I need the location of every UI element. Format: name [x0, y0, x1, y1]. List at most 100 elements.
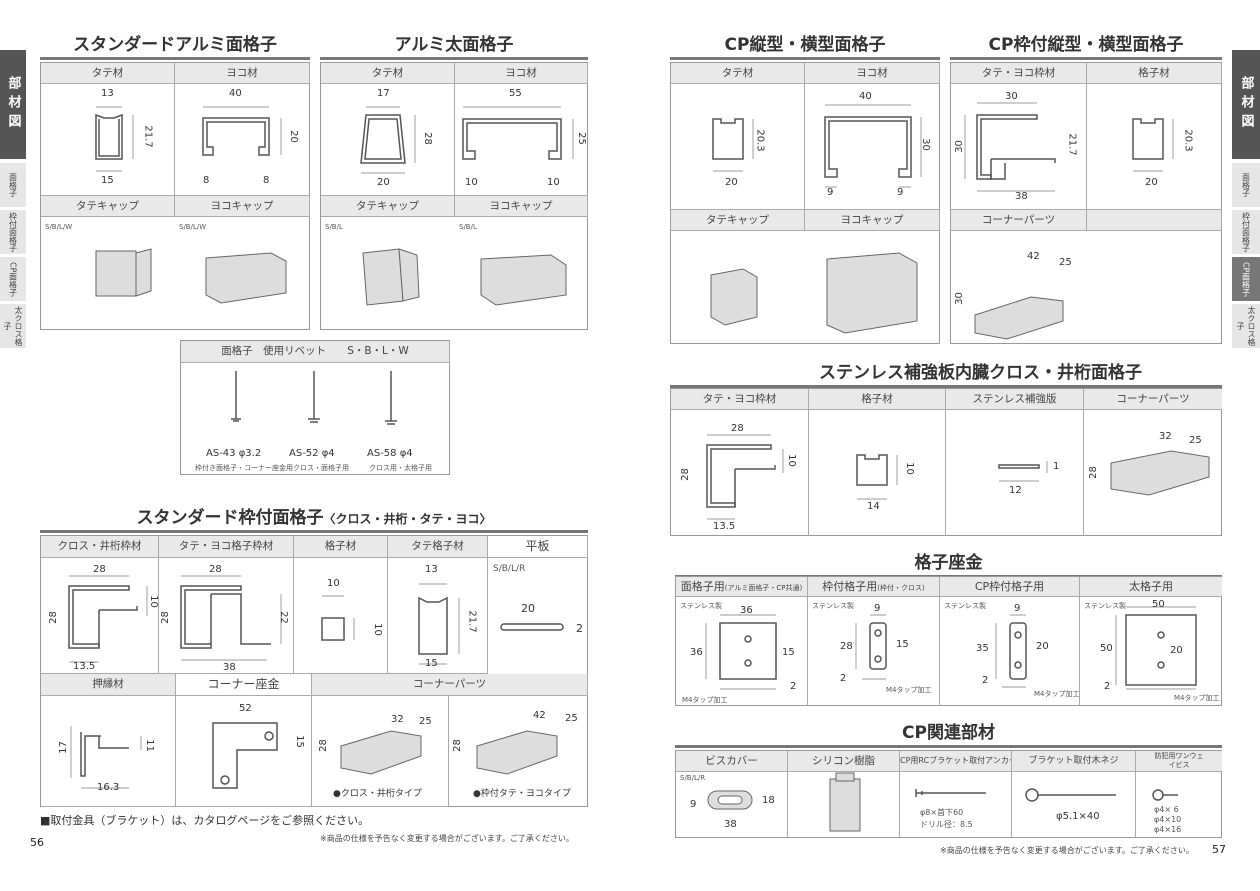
dim: 32 — [391, 714, 404, 725]
rivet-use: クロス用・太格子用 — [369, 464, 432, 472]
notice-right: ※商品の仕様を予告なく変更する場合がございます。ご了承ください。 — [940, 846, 1194, 855]
dim: 50 — [1100, 643, 1113, 654]
dim: 55 — [509, 88, 522, 99]
tab-wakutsuki-left[interactable]: 枠付面格子 — [0, 210, 26, 255]
color-note: S/B/L/R — [493, 564, 526, 574]
tab-buzaizu-right[interactable]: 部材図 — [1232, 50, 1260, 160]
hdr-corner-parts: コーナーパーツ — [1084, 389, 1222, 410]
tab-cp-right[interactable]: CP面格子 — [1232, 257, 1260, 302]
dim: 25 — [1189, 435, 1202, 446]
hdr-yoko-cap: ヨコキャップ — [175, 196, 310, 217]
dim: 20 — [1145, 177, 1158, 188]
notice-left: ※商品の仕様を予告なく変更する場合がございます。ご了承ください。 — [320, 834, 574, 843]
table-cp-waku: タテ・ヨコ枠材 格子材 コーナーパーツ 30 30 21.7 38 20.3 2… — [950, 62, 1222, 344]
dim: 28 — [93, 564, 106, 575]
dim: 25 — [565, 713, 578, 724]
hdr-oshibuchi: 押縁材 — [41, 674, 176, 696]
tab-futo-right[interactable]: 太クロス格子 — [1232, 304, 1260, 349]
dim: 20 — [287, 130, 299, 143]
hdr-biscover: ビスカバー — [676, 751, 788, 772]
tab-mengoushi-right[interactable]: 面格子 — [1232, 163, 1260, 208]
heading-std-waku-sub: 〈クロス・井桁・タテ・ヨコ〉 — [323, 512, 492, 526]
dim: 10 — [327, 578, 340, 589]
rivet-box: 面格子 使用リベット S・B・L・W AS-43 φ3.2 枠付き面格子・コーナ… — [180, 340, 450, 475]
hdr-zagane-waku-sub: (枠付・クロス) — [877, 584, 925, 592]
hdr-tate: タテ材 — [321, 63, 455, 84]
dim: 10 — [785, 454, 797, 467]
anchor-spec: φ8×首下60 — [920, 808, 964, 817]
tab-cp-left[interactable]: CP面格子 — [0, 257, 26, 302]
table-std-waku: クロス・井桁枠材 タテ・ヨコ格子枠材 格子材 タテ格子材 平板 押縁材 コーナー… — [40, 535, 588, 807]
color-note: S/B/L — [459, 223, 477, 231]
tab-buzaizu-left[interactable]: 部材図 — [0, 50, 26, 160]
dim: 20 — [377, 177, 390, 188]
dim: 2 — [840, 673, 847, 684]
table-sus: タテ・ヨコ枠材 格子材 ステンレス補強版 コーナーパーツ 28 28 10 13… — [670, 388, 1222, 536]
hdr-oneway: 防犯用ワンウェイビス — [1136, 751, 1222, 772]
material-note: ステンレス製 — [812, 602, 854, 610]
profiles-std-waku — [68, 575, 564, 789]
oneway-spec: φ4×10 — [1154, 815, 1182, 824]
heading-alumi-futo: アルミ太面格子 — [320, 30, 588, 60]
dim: 30 — [953, 292, 965, 305]
hdr-sus-plate: ステンレス補強版 — [946, 389, 1084, 410]
profiles-zagane — [705, 606, 1197, 690]
dim: 50 — [1152, 599, 1165, 610]
heading-cp-waku: CP枠付縦型・横型面格子 — [950, 30, 1222, 60]
dim: 16.3 — [97, 782, 120, 793]
hdr-corner-parts: コーナーパーツ — [312, 674, 588, 696]
dim: 10 — [903, 462, 915, 475]
dim: 28 — [421, 132, 433, 145]
dim: 15 — [425, 658, 438, 669]
hdr-yoko: ヨコ材 — [175, 63, 310, 84]
hdr-tateyoko: タテ・ヨコ格子枠材 — [159, 536, 294, 558]
anchor-drill: ドリル径：8.5 — [920, 820, 973, 829]
hdr-koshi: 格子材 — [1087, 63, 1222, 84]
dim: 28 — [679, 468, 691, 481]
dim: 30 — [1005, 91, 1018, 102]
dim: 21.7 — [142, 125, 154, 148]
dim: 28 — [159, 611, 171, 624]
tab-wakutsuki-right[interactable]: 枠付面格子 — [1232, 210, 1260, 255]
rivet-name: AS-52 φ4 — [289, 448, 335, 459]
dim: 13.5 — [73, 661, 96, 672]
dim: 20 — [725, 177, 738, 188]
dim: 15 — [896, 639, 909, 650]
hdr-zagane-futo: 太格子用 — [1080, 577, 1222, 597]
hdr-yoko-cap: ヨコキャップ — [805, 210, 940, 231]
hdr-yoko: ヨコ材 — [805, 63, 940, 84]
heading-cp-tate: CP縦型・横型面格子 — [670, 30, 940, 60]
dim: 15 — [293, 735, 305, 748]
hdr-yoko-cap: ヨコキャップ — [455, 196, 588, 217]
dim: 9 — [827, 187, 834, 198]
dim: 25 — [575, 132, 587, 145]
material-note: ステンレス製 — [680, 602, 722, 610]
material-note: ステンレス製 — [944, 602, 986, 610]
dim: 28 — [317, 739, 329, 752]
std-waku-cp2-label: ●枠付タテ・ヨコタイプ — [473, 789, 571, 799]
rivet-name: AS-58 φ4 — [367, 448, 413, 459]
dim: 28 — [840, 641, 853, 652]
color-note: S/B/L/W — [179, 223, 207, 231]
hdr-waku: タテ・ヨコ枠材 — [951, 63, 1087, 84]
hdr-anchor: CP用RCブラケット取付アンカー — [900, 751, 1012, 772]
dim: 28 — [47, 611, 59, 624]
hdr-mokuneji: ブラケット取付木ネジ — [1012, 751, 1136, 772]
tab-mengoushi-left[interactable]: 面格子 — [0, 163, 26, 208]
dim: 13.5 — [713, 521, 736, 532]
dim: 8 — [203, 175, 210, 186]
hdr-tate: タテ材 — [671, 63, 805, 84]
tap-note: M4タップ加工 — [1034, 690, 1080, 698]
hdr-koshi: 格子材 — [809, 389, 946, 410]
dim: 42 — [533, 710, 546, 721]
hdr-zagane-waku-main: 枠付格子用 — [822, 580, 878, 593]
table-std-alumi: タテ材 ヨコ材 タテキャップ ヨコキャップ 13 21.7 15 40 20 8… — [40, 62, 310, 330]
hdr-tate: タテ材 — [41, 63, 175, 84]
dim: 1 — [1053, 461, 1060, 472]
tab-futo-left[interactable]: 太クロス格子 — [0, 304, 26, 349]
dim: 9 — [874, 603, 881, 614]
rivet-name: AS-43 φ3.2 — [206, 448, 262, 459]
profiles-cp-tate — [710, 104, 922, 334]
dim: 28 — [209, 564, 222, 575]
dim: 38 — [1015, 191, 1028, 202]
